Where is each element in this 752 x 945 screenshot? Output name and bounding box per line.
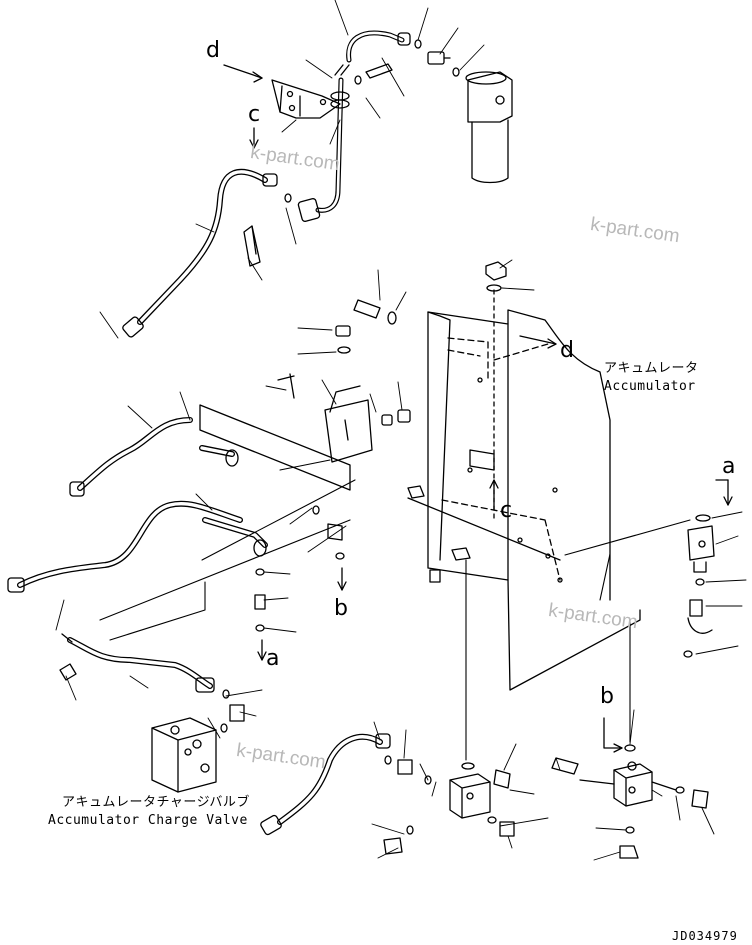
charge-valve-label-en: Accumulator Charge Valve: [48, 813, 248, 828]
callout-b-left: b: [334, 596, 348, 621]
callout-d-panel: d: [560, 338, 574, 363]
hose-left-lower: [59, 633, 245, 733]
hose-left-mid: [69, 417, 239, 497]
left-plate: [199, 404, 351, 491]
callout-b-right: b: [600, 684, 614, 709]
connection-lines: [99, 459, 691, 761]
accumulator-label-en: Accumulator: [604, 379, 696, 394]
callout-arrows: [223, 64, 733, 753]
callout-d-top: d: [206, 38, 220, 63]
line-filter: [465, 71, 513, 184]
callout-a-right: a: [722, 454, 736, 479]
callout-a-left: a: [266, 646, 280, 671]
charge-valve-label-jp: アキュムレータチャージバルブ: [62, 795, 250, 810]
upper-hose-assembly: [297, 30, 411, 222]
callout-c-panel: c: [500, 498, 513, 523]
leader-lines: [55, 0, 747, 861]
hose-left-long: [7, 500, 345, 632]
middle-bracket: [277, 325, 411, 463]
right-valve-block-a: [683, 514, 715, 658]
drawing-code: JD034979: [672, 929, 738, 943]
bottom-valve-block-right: [551, 744, 709, 859]
hose-left-upper: [122, 168, 292, 338]
accumulator-charge-valve: [151, 717, 217, 793]
callout-c-top: c: [248, 102, 261, 127]
hose-bottom: [260, 733, 432, 836]
mounting-bracket-top: [271, 79, 341, 119]
bottom-valve-block-left: [383, 762, 515, 855]
fitting-set-top: [354, 39, 460, 85]
accumulator-label-jp: アキュムレータ: [604, 361, 699, 376]
panel-hardware: [353, 261, 507, 521]
accumulator-panel: [407, 309, 641, 691]
